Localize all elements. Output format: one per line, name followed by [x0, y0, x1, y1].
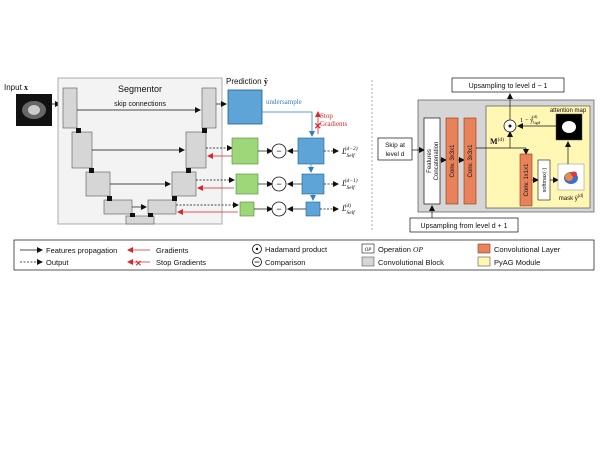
legend-comparison: Comparison: [265, 258, 305, 267]
svg-text:Features: Features: [427, 149, 433, 173]
operation-icon: [361, 243, 375, 254]
upsampling-from-label: Upsampling from level d + 1: [421, 223, 508, 230]
right-panel: Upsampling to level d − 1 Skip at level …: [377, 77, 595, 233]
decoder-block-2: [185, 131, 207, 169]
m-label: M(d): [490, 136, 504, 146]
encoder-block-2: [71, 131, 93, 169]
legend-operation: Operation OP: [378, 245, 423, 254]
blue-block-2: [301, 173, 325, 195]
stop-gradients-legend-cross: ✕: [135, 259, 142, 268]
conv-layer-b: [463, 117, 477, 205]
comparison-op-1: [271, 143, 287, 159]
legend-features-propagation: Features propagation: [46, 246, 117, 255]
undersample-label: undersample: [266, 98, 302, 106]
skip-connections-label: skip connections: [114, 101, 166, 108]
one-minus-label: 1 − ŷbgd(d): [520, 114, 541, 125]
svg-text:Concatenation: Concatenation: [434, 142, 440, 181]
legend-convolutional-block: Convolutional Block: [378, 258, 444, 267]
svg-text:−: −: [276, 146, 281, 156]
decoder-block-4: [147, 199, 177, 215]
stop-gradients-cross: ✕: [314, 121, 322, 131]
legend: Features propagation Output Gradients ✕ …: [13, 239, 595, 271]
svg-text:−: −: [276, 179, 281, 189]
input-label: Input x: [4, 83, 28, 92]
blue-block-3: [305, 201, 321, 217]
comparison-op-2: [271, 176, 287, 192]
comparison-op-3: [271, 201, 287, 217]
legend-convolutional-layer: Convolutional Layer: [494, 245, 561, 254]
convolutional-layer-swatch: [477, 243, 491, 254]
svg-text:−: −: [276, 204, 281, 214]
upsampling-from-box: [409, 217, 519, 233]
decoder-block-3: [171, 171, 197, 197]
bottleneck-block: [125, 215, 155, 225]
upsampling-to-label: Upsampling to level d − 1: [469, 83, 548, 90]
prediction-block: [227, 89, 263, 125]
svg-text:Conv. 1x1x1: Conv. 1x1x1: [524, 163, 530, 197]
legend-pyag-module: PyAG Module: [494, 258, 540, 267]
loss-label-1: LSelf(d−2): [341, 145, 358, 159]
legend-box: [13, 239, 595, 271]
legend-hadamard-product: Hadamard product: [265, 245, 328, 254]
encoder-block-3: [85, 171, 111, 197]
segmentor-title: Segmentor: [118, 84, 162, 94]
upsampling-to-box: [451, 77, 565, 93]
svg-text:level d: level d: [386, 151, 405, 158]
green-block-2: [235, 173, 259, 195]
svg-text:Conv. 3x3x1: Conv. 3x3x1: [468, 144, 474, 178]
svg-text:Conv. 3x3x1: Conv. 3x3x1: [450, 144, 456, 178]
loss-label-2: LSelf(d−1): [341, 177, 358, 191]
decoder-block-1: [201, 87, 217, 129]
stop-gradients-line2: Gradients: [320, 120, 347, 128]
legend-gradients: Gradients: [156, 246, 189, 255]
prediction-label: Prediction ŷ: [226, 77, 268, 86]
left-panel: Input x Segmentor skip connections: [4, 77, 358, 225]
attention-map-label: attention map: [550, 108, 587, 114]
green-block-1: [231, 137, 259, 165]
loss-label-3: LSelf(d): [341, 202, 356, 216]
blue-block-1: [297, 137, 325, 165]
features-concatenation-box: [423, 117, 441, 205]
encoder-block-1: [62, 87, 78, 129]
svg-text:OP: OP: [365, 248, 372, 253]
svg-text:Skip at: Skip at: [385, 142, 405, 149]
convolutional-block-swatch: [361, 256, 375, 267]
encoder-block-4: [103, 199, 133, 215]
green-block-3: [239, 201, 255, 217]
pyag-module-swatch: [477, 256, 491, 267]
legend-stop-gradients: Stop Gradients: [156, 258, 206, 267]
conv-layer-a: [445, 117, 459, 205]
legend-output: Output: [46, 258, 69, 267]
undersample-arrow: [262, 111, 315, 137]
stop-gradients-line1: Stop: [320, 112, 333, 120]
mask-label: mask ŷ(d): [559, 193, 584, 202]
svg-text:softmax(·): softmax(·): [542, 167, 548, 192]
skip-at-level-box: [377, 137, 413, 161]
